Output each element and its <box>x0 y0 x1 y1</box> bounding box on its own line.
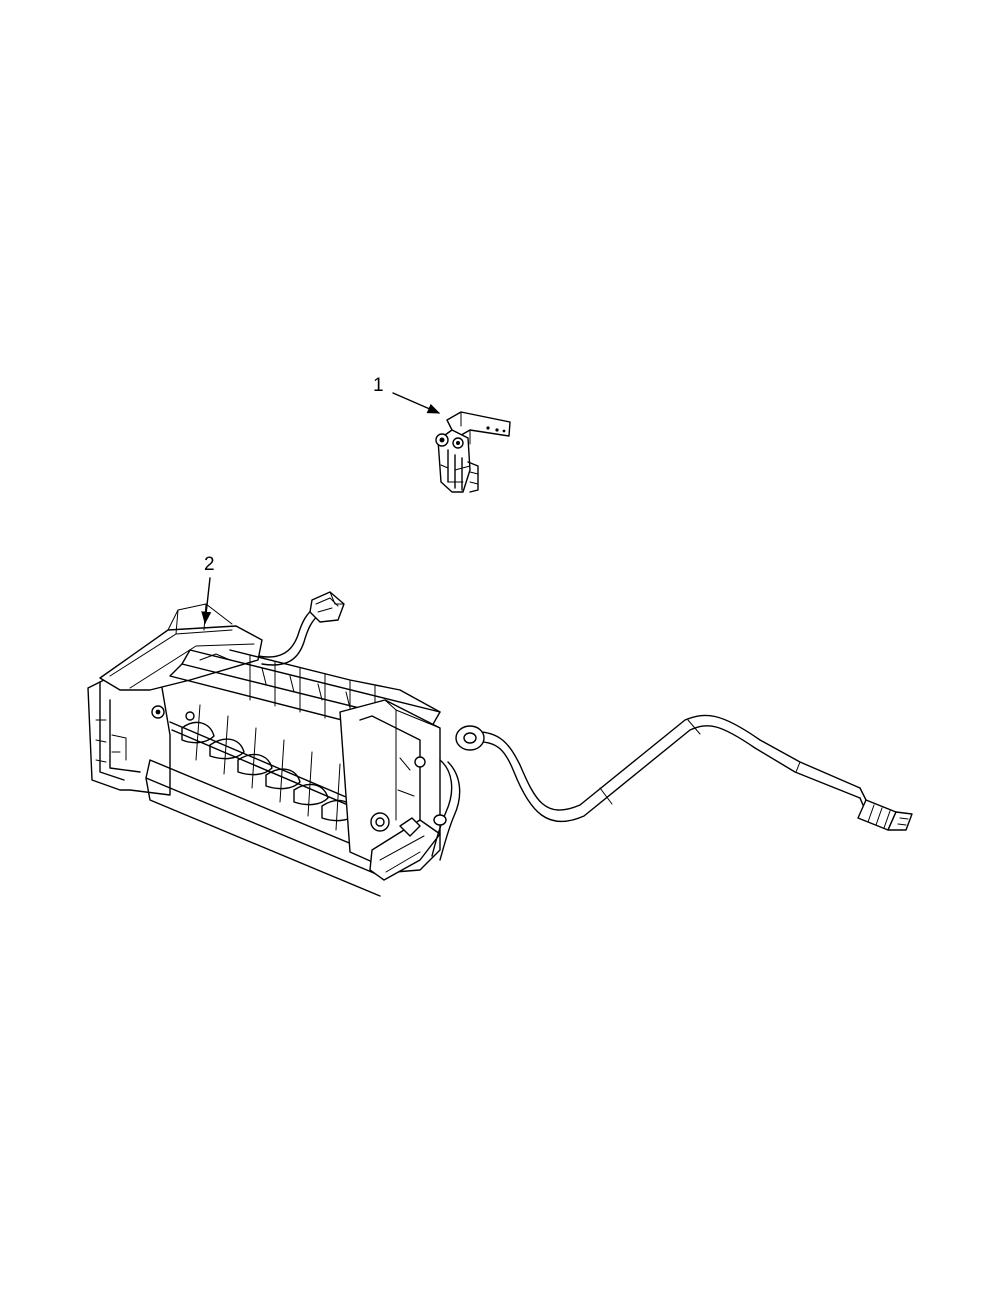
pigtail-connector <box>257 591 345 666</box>
callout-1-label: 1 <box>373 375 384 396</box>
callout-1-arrow <box>392 392 441 414</box>
harness-connector <box>857 799 913 831</box>
icemaker-assembly-part <box>87 591 913 897</box>
callout-2-arrow <box>201 577 212 625</box>
water-valve-part <box>435 411 511 493</box>
mounting-bracket <box>339 699 485 881</box>
motor-housing <box>87 603 263 796</box>
callout-1: 1 <box>373 375 441 414</box>
wire-harness <box>471 714 869 823</box>
callout-2: 2 <box>201 554 215 625</box>
callout-2-label: 2 <box>204 554 215 575</box>
